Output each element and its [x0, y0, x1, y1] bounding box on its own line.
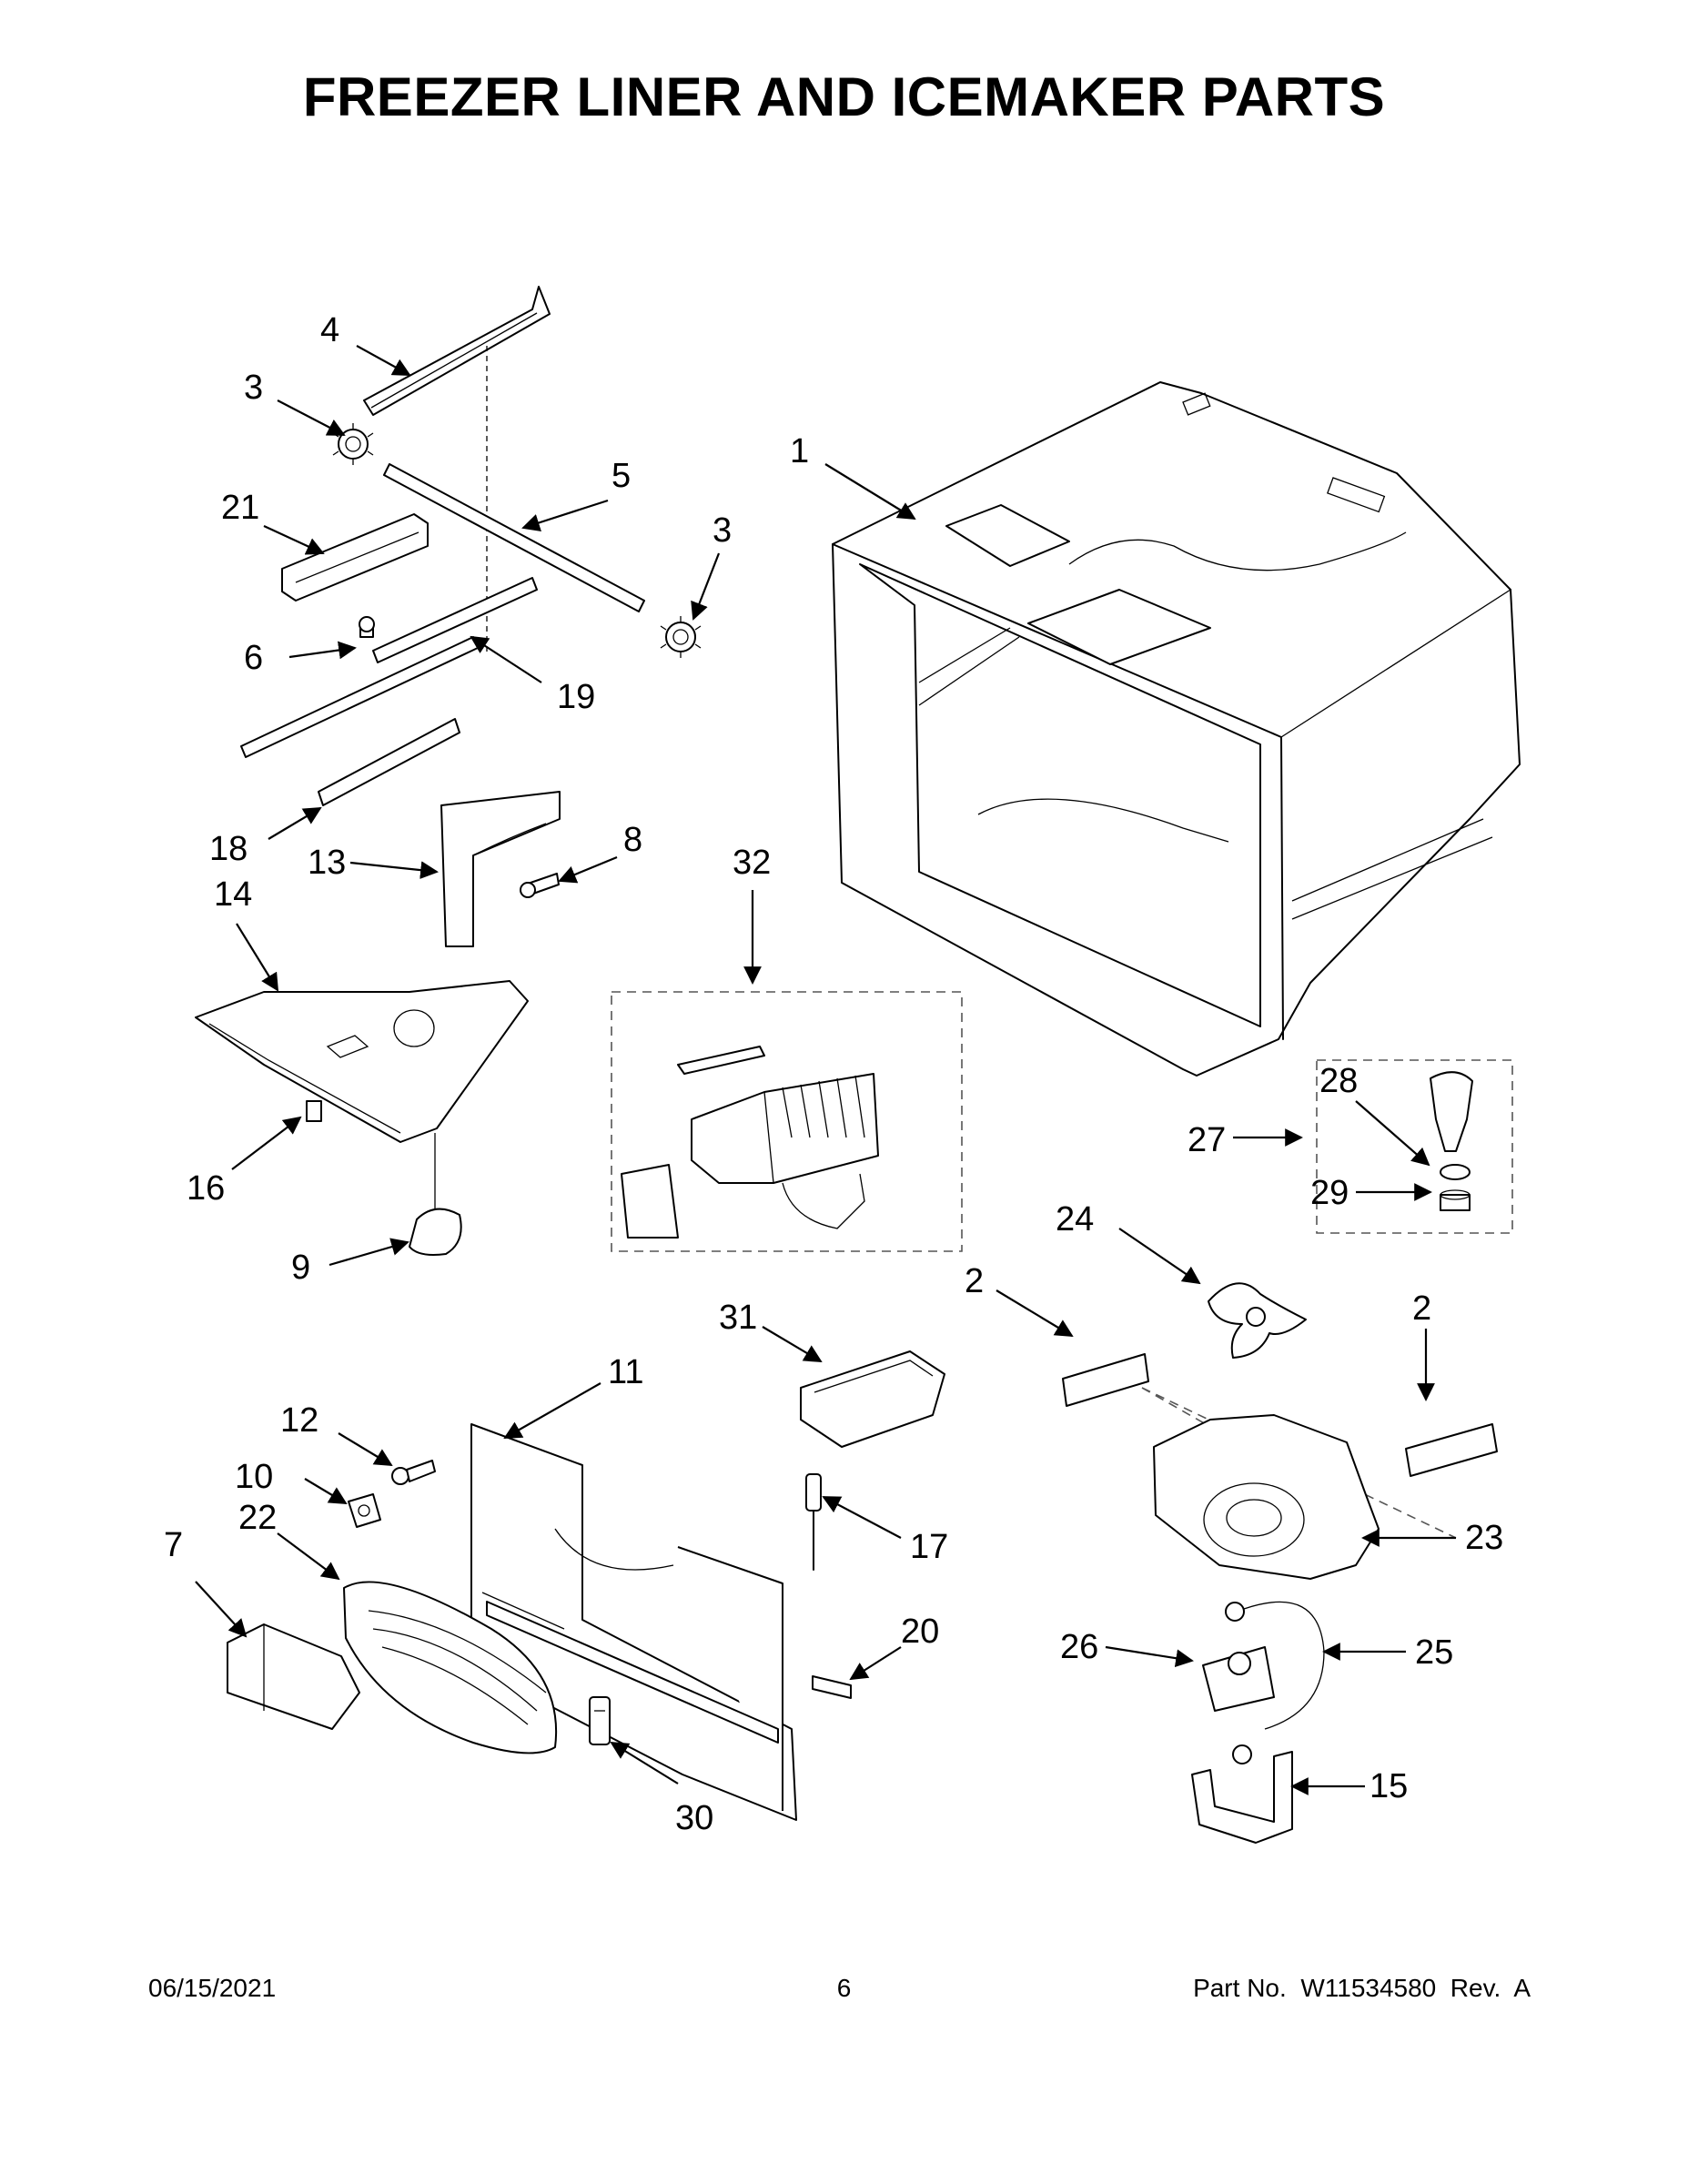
part-rail-4	[363, 286, 551, 655]
callout-22: 22	[238, 1499, 277, 1537]
part-icemaker-32	[611, 991, 963, 1252]
part-gear-left-3	[332, 423, 374, 465]
part-grille-22	[343, 1581, 558, 1754]
callout-28: 28	[1319, 1062, 1358, 1100]
callout-24: 24	[1056, 1200, 1094, 1239]
part-slide-19	[240, 577, 538, 758]
callout-17: 17	[910, 1528, 948, 1566]
part-screw-6	[359, 616, 375, 638]
part-fan-motor-26	[1202, 1601, 1325, 1730]
part-clip-16	[306, 1100, 322, 1122]
callout-3b: 3	[713, 511, 732, 550]
part-liner-1	[832, 381, 1521, 1077]
callout-18: 18	[209, 830, 248, 868]
callout-16: 16	[187, 1169, 225, 1208]
callout-3: 3	[244, 369, 263, 407]
callout-11: 11	[608, 1353, 643, 1391]
callout-labels: 4 3 5 1 21 3 6 19 18 13 8 32 14 28 27 16…	[164, 311, 1503, 1837]
callout-13: 13	[308, 844, 346, 882]
part-bracket-13	[440, 791, 561, 947]
callout-6: 6	[244, 639, 263, 677]
callout-30: 30	[675, 1799, 713, 1837]
callout-5: 5	[612, 457, 631, 495]
footer-page-number: 6	[836, 1974, 852, 2002]
callout-27: 27	[1188, 1121, 1226, 1159]
callout-32: 32	[733, 844, 771, 882]
callout-8: 8	[623, 821, 642, 859]
footer-part-number: Part No. W11534580 Rev. A	[1193, 1974, 1531, 2002]
part-ice-bin-31	[800, 1350, 945, 1448]
part-cam-9	[409, 1133, 462, 1256]
callout-10: 10	[235, 1458, 273, 1496]
part-sensor-17	[805, 1473, 822, 1571]
callout-2: 2	[965, 1262, 984, 1300]
callout-25: 25	[1415, 1633, 1453, 1672]
callout-9: 9	[291, 1249, 310, 1287]
leader-lines	[195, 345, 1456, 1795]
part-cover-11	[470, 1423, 797, 1821]
callout-4: 4	[320, 311, 339, 349]
part-switch-10	[348, 1493, 381, 1528]
part-pad-right-2	[1405, 1423, 1498, 1477]
part-strip-20	[486, 1601, 852, 1744]
part-bracket-15	[1191, 1744, 1293, 1844]
part-cover-7	[227, 1623, 360, 1730]
part-pad-left-2	[1062, 1353, 1149, 1407]
callout-21: 21	[221, 489, 259, 527]
callout-23: 23	[1465, 1519, 1503, 1557]
callout-12: 12	[280, 1401, 318, 1440]
footer-date: 06/15/2021	[148, 1974, 277, 2002]
callout-1: 1	[790, 432, 809, 470]
page-title: FREEZER LINER AND ICEMAKER PARTS	[302, 66, 1386, 127]
callout-15: 15	[1370, 1767, 1408, 1805]
part-tray-14	[195, 980, 529, 1143]
part-shaft-5	[383, 463, 645, 612]
callout-2b: 2	[1412, 1289, 1431, 1328]
part-shroud-23	[1141, 1387, 1457, 1580]
part-screw-8	[520, 873, 560, 898]
callout-31: 31	[719, 1299, 757, 1337]
callout-14: 14	[214, 875, 252, 914]
part-screw-12	[391, 1460, 436, 1485]
callout-20: 20	[901, 1613, 939, 1651]
part-fan-blade-24	[1208, 1282, 1307, 1359]
callout-7: 7	[164, 1526, 183, 1564]
part-bracket-18	[318, 718, 460, 806]
part-bracket-21	[281, 513, 429, 602]
callout-19: 19	[557, 678, 595, 716]
part-drain-group-27	[1316, 1059, 1513, 1234]
part-gear-right-3	[660, 616, 702, 658]
callout-26: 26	[1060, 1628, 1098, 1666]
callout-29: 29	[1310, 1174, 1349, 1212]
part-clip-30	[589, 1696, 611, 1745]
